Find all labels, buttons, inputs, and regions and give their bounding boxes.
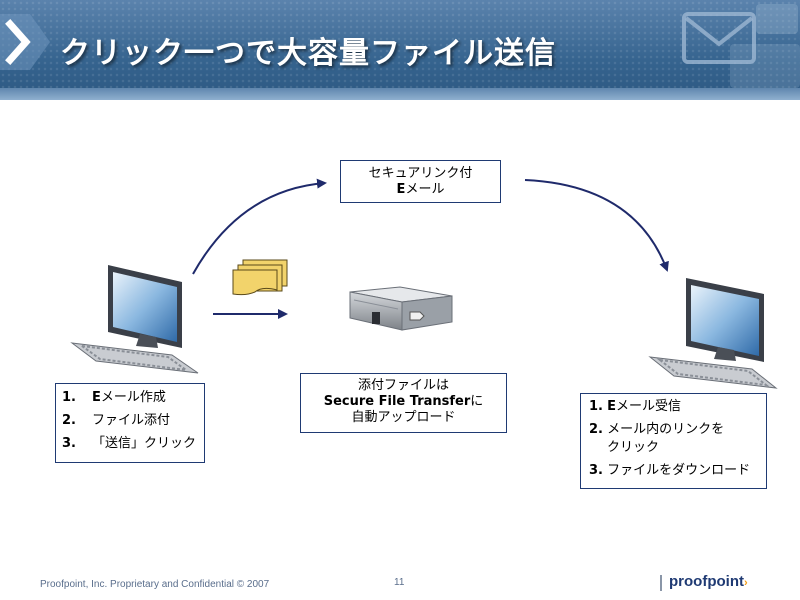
page-number: 11 [394, 577, 405, 588]
computer-icon [70, 265, 199, 374]
sender-step: 2.ファイル添付 [62, 413, 171, 428]
sender-step: 1.Eメール作成 [62, 390, 166, 405]
page-title: クリック一つで大容量ファイル送信 [60, 36, 556, 71]
footer-divider [660, 575, 662, 591]
secure-link-email-box: セキュアリンク付 Eメール [340, 160, 501, 203]
folder-icon [232, 259, 288, 296]
arrow-to-receiver [524, 179, 669, 272]
secure-link-line1: セキュアリンク付 [368, 166, 473, 181]
auto-upload-box: 添付ファイルは Secure File Transferに 自動アップロード [300, 373, 507, 433]
server-icon [349, 286, 453, 331]
receiver-step: 3. ファイルをダウンロード [589, 463, 751, 478]
proofpoint-logo: proofpoint› [669, 573, 748, 590]
secure-link-line2: Eメール [396, 182, 445, 197]
envelope-icon [682, 4, 800, 88]
upload-line2: Secure File Transferに [323, 394, 484, 409]
sender-step: 3.「送信」クリック [62, 436, 197, 451]
confidential-notice: Proofpoint, Inc. Proprietary and Confide… [40, 579, 270, 590]
sender-steps-box: 1.Eメール作成 2.ファイル添付 3.「送信」クリック [55, 383, 205, 463]
computer-icon [648, 278, 778, 389]
receiver-step: 2. メール内のリンクをクリック [589, 422, 725, 455]
chevron-icon [0, 14, 50, 70]
arrow-to-email [192, 178, 327, 275]
header-underline [0, 88, 800, 100]
upload-line3: 自動アップロード [351, 410, 456, 425]
receiver-step: 1. Eメール受信 [589, 399, 682, 414]
header-texture [0, 0, 800, 100]
upload-line1: 添付ファイルは [357, 378, 449, 393]
header-banner: クリック一つで大容量ファイル送信 [0, 0, 800, 100]
receiver-steps-box: 1. Eメール受信 2. メール内のリンクをクリック 3. ファイルをダウンロー… [580, 393, 767, 489]
